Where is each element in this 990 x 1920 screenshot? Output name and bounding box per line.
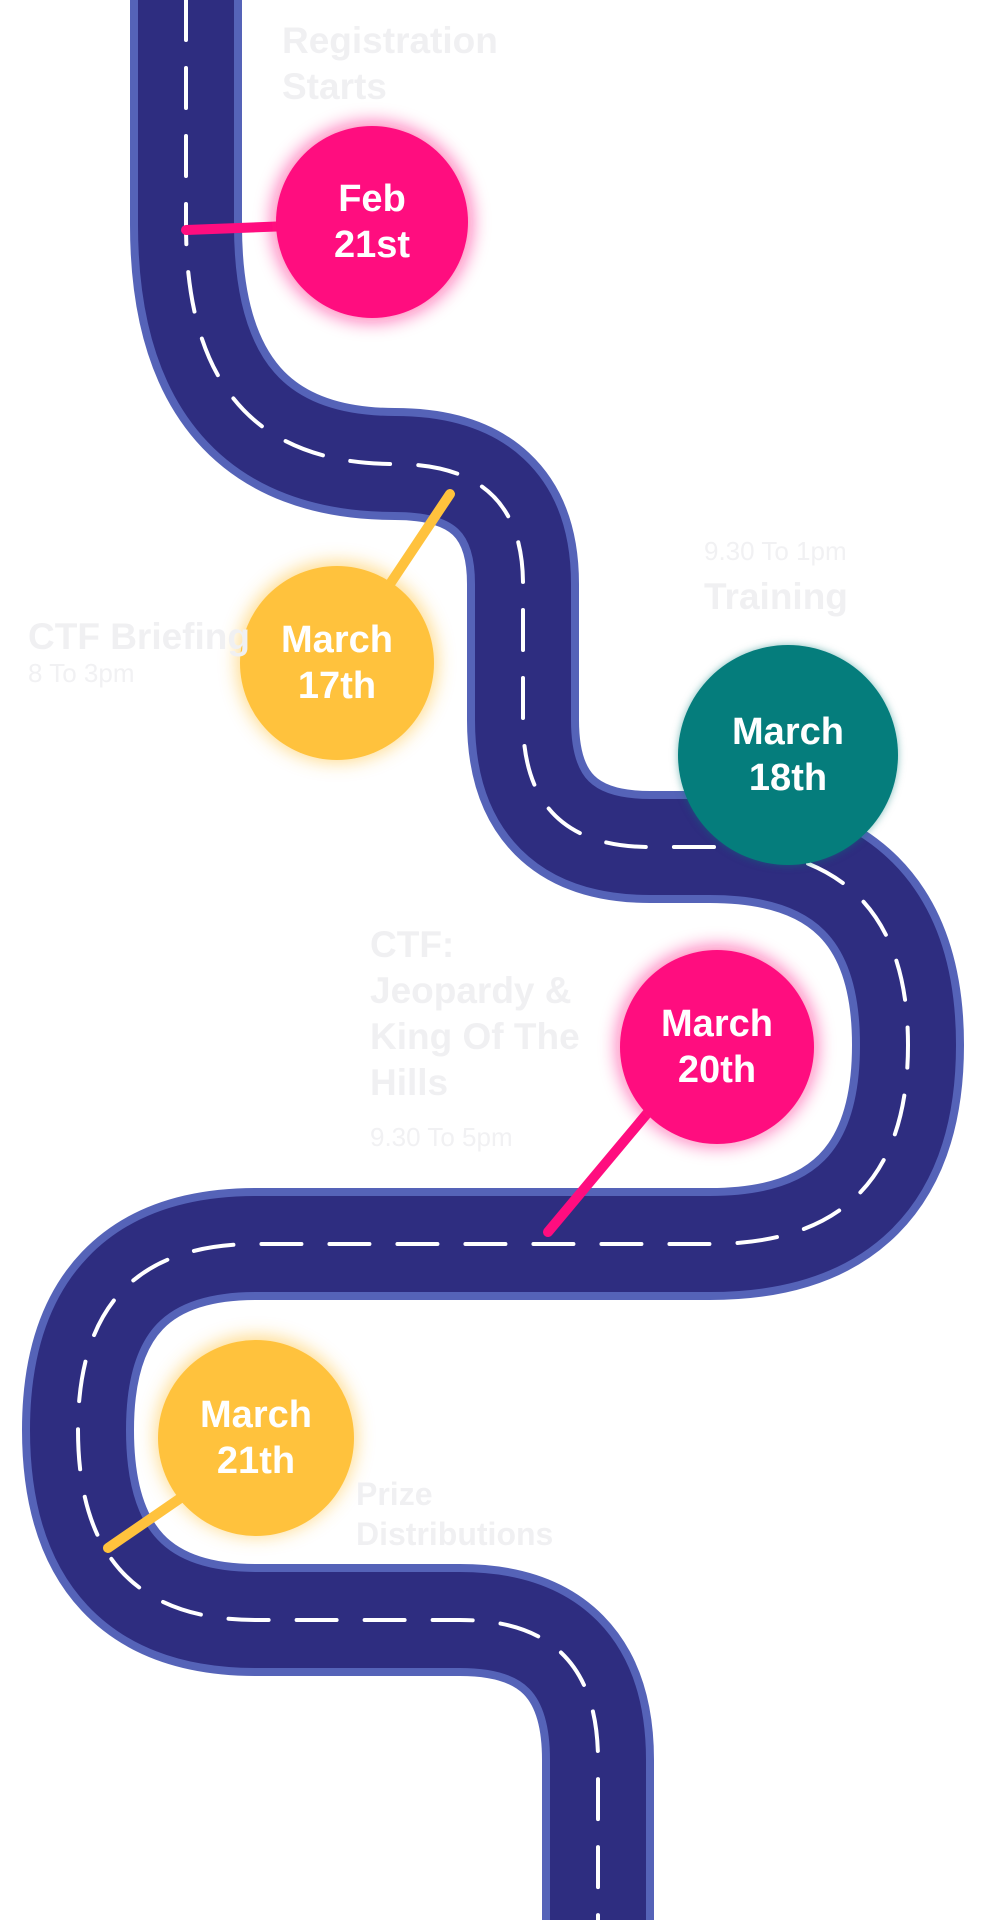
lane-marking <box>75 0 911 1920</box>
milestone-mar18: March 18th <box>678 645 898 865</box>
connector-mar21 <box>103 1490 190 1553</box>
event-title-mar20: CTF: Jeopardy & King Of The Hills <box>370 924 580 1103</box>
milestone-mar18-day: 18th <box>748 757 828 799</box>
milestone-mar20: March 20th <box>620 950 814 1144</box>
milestone-mar21-day: 21th <box>216 1440 296 1482</box>
road <box>22 0 964 1920</box>
connectors <box>103 221 655 1553</box>
event-title-mar21: Prize Distributions <box>356 1476 554 1552</box>
milestone-mar20-month: March <box>661 1003 773 1045</box>
event-title-mar18: Training <box>704 576 848 617</box>
event-title-feb21: Registration Starts <box>282 20 498 107</box>
milestone-mar21: March 21th <box>158 1340 354 1536</box>
event-time-mar20: 9.30 To 5pm <box>370 1122 513 1152</box>
milestone-mar17: March 17th <box>240 566 434 760</box>
milestone-feb21: Feb 21st <box>276 126 468 318</box>
event-title-mar17: CTF Briefing <box>28 616 250 657</box>
connector-mar17 <box>385 489 455 589</box>
milestone-mar18-month: March <box>732 711 844 753</box>
milestone-mar20-day: 20th <box>677 1049 757 1091</box>
connector-mar20 <box>543 1105 655 1237</box>
event-time-mar18: 9.30 To 1pm <box>704 536 847 566</box>
milestone-mar17-day: 17th <box>297 665 377 707</box>
milestone-feb21-day: 21st <box>333 224 411 266</box>
milestone-mar17-month: March <box>281 619 393 661</box>
milestone-feb21-month: Feb <box>338 178 406 220</box>
milestone-mar21-month: March <box>200 1394 312 1436</box>
event-time-mar17: 8 To 3pm <box>28 658 135 688</box>
